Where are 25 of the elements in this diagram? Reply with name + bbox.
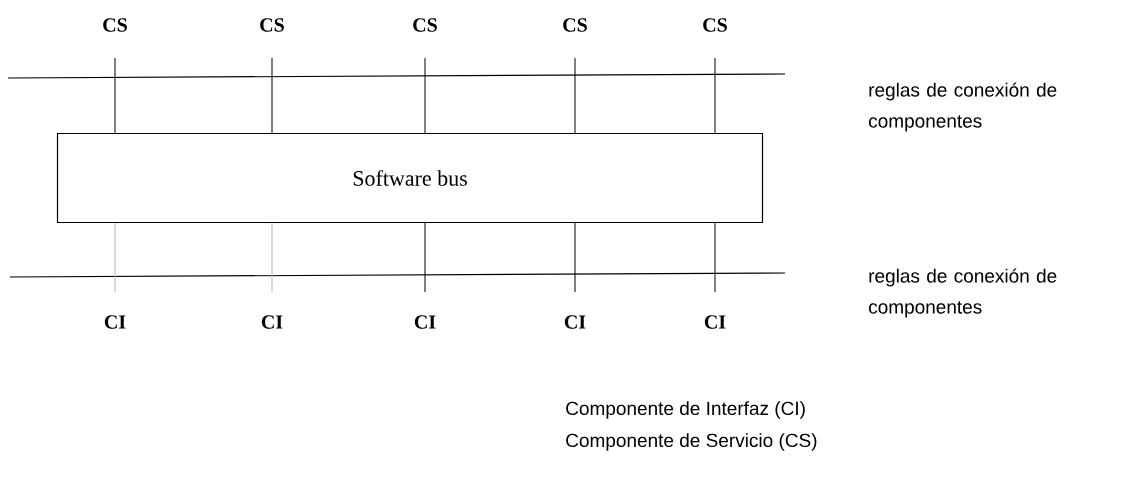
legend-note: Componente de Servicio (CS): [566, 433, 817, 451]
component-label: CI: [104, 315, 126, 329]
connector-line: [424, 222, 426, 293]
component-label: CI: [261, 315, 283, 329]
rule-label: reglas de conexión de componentes: [869, 268, 1057, 318]
rule-label: reglas de conexión de componentes: [869, 82, 1057, 132]
connector-line: [714, 222, 716, 293]
legend-note: Componente de Interfaz (CI): [566, 401, 805, 419]
component-label: CI: [414, 315, 436, 329]
component-label: CS: [103, 18, 127, 32]
component-label: CS: [260, 18, 284, 32]
connector-line: [271, 57, 273, 134]
component-label: CS: [563, 18, 587, 32]
connector-line: [114, 57, 116, 134]
connector-line: [271, 222, 273, 293]
component-label: CI: [564, 315, 586, 329]
bus-box: Software bus: [56, 132, 764, 224]
connector-line: [424, 57, 426, 134]
component-label: CS: [413, 18, 437, 32]
component-label: CI: [704, 315, 726, 329]
connector-line: [574, 57, 576, 134]
connector-line: [714, 57, 716, 134]
connector-line: [574, 222, 576, 293]
component-label: CS: [703, 18, 727, 32]
connector-line: [114, 222, 116, 293]
